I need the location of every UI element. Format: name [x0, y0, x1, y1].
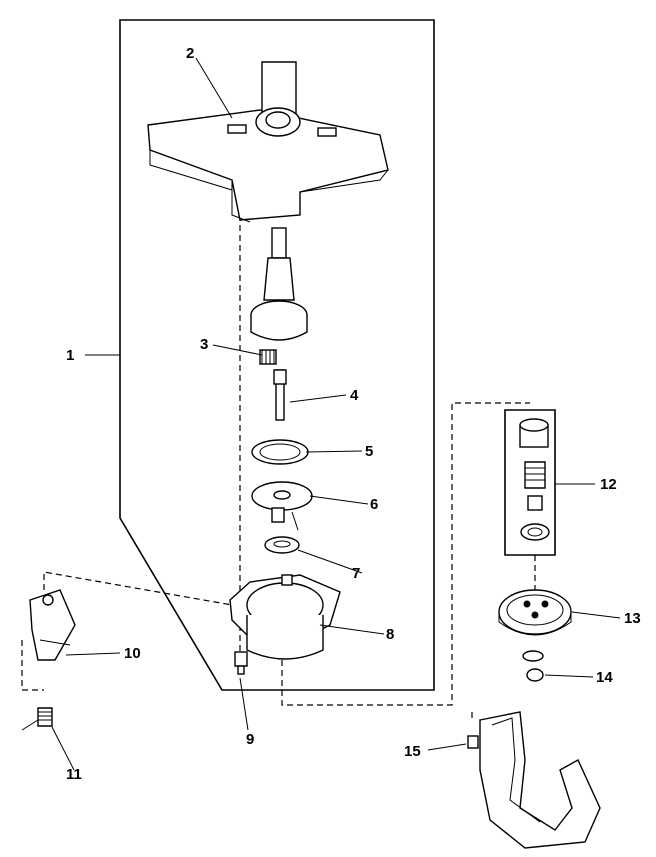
lever-bracket: [29, 589, 76, 661]
callout-7: 7: [352, 565, 360, 582]
callout-10: 10: [124, 645, 141, 662]
callout-4: 4: [350, 387, 359, 404]
drive-shaft-housing: [250, 227, 308, 341]
support-spider: [147, 61, 389, 223]
callout-1: 1: [66, 347, 74, 364]
cam-plate: [251, 481, 313, 531]
callout-9: 9: [246, 731, 254, 748]
bolt: [234, 651, 248, 675]
link-line-11: [21, 640, 44, 691]
callout-3: 3: [200, 336, 208, 353]
assembly-boundary: [119, 19, 435, 691]
part-12-group-box: [504, 409, 556, 556]
callout-13: 13: [624, 610, 641, 627]
callout-8: 8: [386, 626, 394, 643]
callout-12: 12: [600, 476, 617, 493]
callout-15: 15: [404, 743, 421, 760]
callout-2: 2: [186, 45, 194, 62]
shaft: [273, 369, 287, 421]
pinion-gear: [259, 349, 277, 365]
pulley: [498, 589, 572, 636]
callout-11: 11: [66, 766, 82, 783]
upper-coupling: [519, 418, 549, 448]
nut-and-washer: [522, 650, 544, 682]
coil-spring: [524, 461, 546, 489]
link-line-12: [281, 402, 530, 706]
seal: [264, 536, 300, 554]
callout-5: 5: [365, 443, 373, 460]
bushing: [527, 495, 543, 511]
lower-coupling: [520, 523, 550, 541]
spring: [21, 707, 53, 731]
callout-14: 14: [596, 669, 613, 686]
link-line-10: [43, 571, 233, 606]
callout-6: 6: [370, 496, 378, 513]
gear-case: [229, 574, 341, 660]
frame-brace: [467, 711, 601, 849]
